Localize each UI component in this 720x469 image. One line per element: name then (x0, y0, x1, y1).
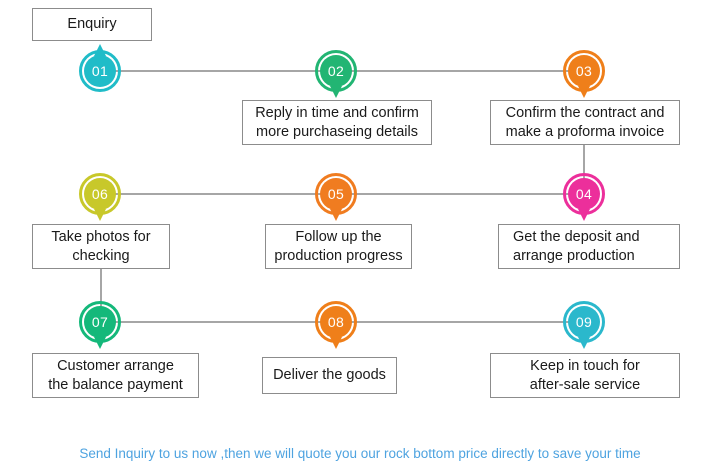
marker-disc-icon: 04 (568, 178, 600, 210)
step-box-05: Follow up the production progress (265, 224, 412, 269)
step-marker-04[interactable]: 04 (563, 173, 605, 221)
step-box-02: Reply in time and confirm more purchasei… (242, 100, 432, 145)
step-number-05: 05 (327, 186, 345, 202)
step-box-03-line2: make a proforma invoice (505, 123, 665, 140)
footer-caption: Send Inquiry to us now ,then we will quo… (79, 446, 641, 461)
step-box-05-line2: production progress (274, 247, 403, 264)
step-box-09-line2: after-sale service (529, 376, 641, 393)
step-box-07-line1: Customer arrange (57, 357, 174, 374)
step-box-05-line1: Follow up the (295, 228, 382, 245)
marker-disc-icon: 07 (84, 306, 116, 338)
step-box-06: Take photos for checking (32, 224, 170, 269)
marker-tail-icon (94, 209, 106, 221)
marker-tail-icon (330, 337, 342, 349)
step-box-04: Get the deposit and arrange production (498, 224, 680, 269)
step-marker-07[interactable]: 07 (79, 301, 121, 349)
marker-disc-icon: 05 (320, 178, 352, 210)
step-number-09: 09 (575, 314, 593, 330)
step-number-02: 02 (327, 63, 345, 79)
marker-tail-icon (578, 86, 590, 98)
step-marker-01[interactable]: 01 (79, 44, 121, 92)
marker-disc-icon: 06 (84, 178, 116, 210)
step-number-01: 01 (91, 63, 109, 79)
step-box-04-line2: arrange production (513, 247, 635, 264)
step-box-09-line1: Keep in touch for (530, 357, 640, 374)
marker-disc-icon: 01 (84, 55, 116, 87)
step-box-02-line1: Reply in time and confirm (255, 104, 419, 121)
step-number-07: 07 (91, 314, 109, 330)
connector-03-to-04 (583, 145, 585, 193)
step-marker-02[interactable]: 02 (315, 50, 357, 98)
step-box-06-line1: Take photos for (51, 228, 151, 245)
connector-06-to-07 (100, 269, 102, 316)
marker-disc-icon: 02 (320, 55, 352, 87)
marker-tail-icon (578, 209, 590, 221)
marker-tail-icon (330, 86, 342, 98)
marker-tail-icon (330, 209, 342, 221)
step-marker-06[interactable]: 06 (79, 173, 121, 221)
step-box-07-line2: the balance payment (48, 376, 183, 393)
step-number-03: 03 (575, 63, 593, 79)
step-box-06-line2: checking (72, 247, 130, 264)
step-box-08: Deliver the goods (262, 357, 397, 394)
step-box-07: Customer arrange the balance payment (32, 353, 199, 398)
step-marker-08[interactable]: 08 (315, 301, 357, 349)
step-number-08: 08 (327, 314, 345, 330)
step-marker-09[interactable]: 09 (563, 301, 605, 349)
step-box-02-line2: more purchaseing details (255, 123, 418, 140)
marker-ring-icon (79, 50, 121, 92)
step-number-06: 06 (91, 186, 109, 202)
enquiry-box: Enquiry (32, 8, 152, 41)
step-box-09: Keep in touch for after-sale service (490, 353, 680, 398)
step-box-04-line1: Get the deposit and (513, 228, 640, 245)
step-marker-03[interactable]: 03 (563, 50, 605, 98)
marker-disc-icon: 03 (568, 55, 600, 87)
marker-tail-icon (94, 337, 106, 349)
step-box-03: Confirm the contract and make a proforma… (490, 100, 680, 145)
step-box-03-line1: Confirm the contract and (505, 104, 665, 121)
step-number-04: 04 (575, 186, 593, 202)
step-box-08-line1: Deliver the goods (273, 367, 386, 383)
marker-tail-icon (578, 337, 590, 349)
marker-disc-icon: 09 (568, 306, 600, 338)
marker-disc-icon: 08 (320, 306, 352, 338)
step-marker-05[interactable]: 05 (315, 173, 357, 221)
enquiry-box-label: Enquiry (67, 16, 117, 32)
